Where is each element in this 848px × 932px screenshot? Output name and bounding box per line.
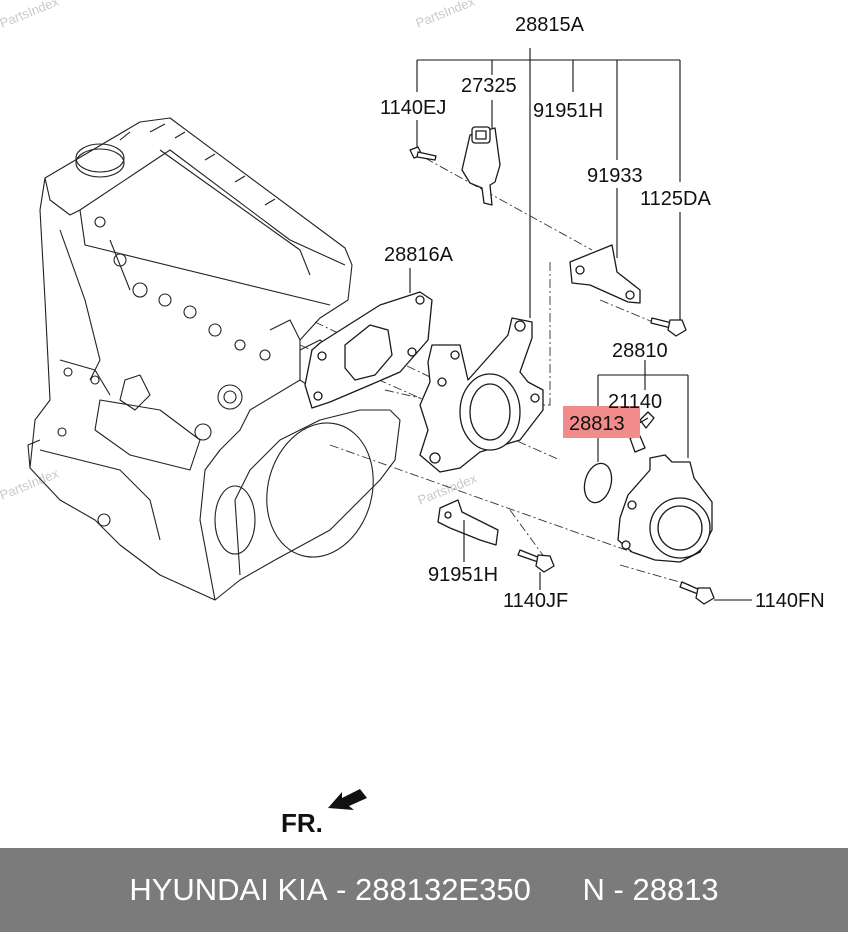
callout-91951H-top: 91951H	[533, 100, 603, 122]
vacuum-pump-28810	[617, 454, 713, 563]
callout-28810: 28810	[612, 340, 668, 362]
highlight-box-28813	[563, 406, 640, 438]
bracket-91933	[569, 244, 641, 304]
callout-28813: 28813	[569, 413, 625, 435]
watermark-mid-left: PartsIndex	[0, 465, 61, 502]
callout-28815A: 28815A	[515, 14, 585, 36]
footer-brand: HYUNDAI KIA	[129, 872, 328, 907]
sensor-27325	[461, 126, 501, 206]
bolt-1140FN	[679, 581, 715, 605]
footer-prefix: N	[582, 872, 605, 907]
footer-part-number: 288132E350	[354, 872, 531, 907]
callout-1140JF: 1140JF	[503, 590, 568, 612]
o-ring	[583, 462, 613, 504]
bolt-1140EJ	[409, 146, 437, 161]
parts-diagram: PartsIndex PartsIndex PartsIndex PartsIn…	[0, 0, 825, 838]
callout-27325: 27325	[461, 75, 517, 97]
bracket-91951H-bottom	[437, 499, 499, 546]
pin-21140	[629, 411, 655, 453]
housing-28815A	[419, 317, 544, 473]
front-arrow-icon	[328, 789, 367, 810]
callout-1140EJ: 1140EJ	[380, 97, 446, 119]
footer-gap	[531, 872, 583, 908]
leader-28815A	[416, 48, 681, 322]
leaders-misc	[409, 268, 752, 601]
engine-block-illustration	[27, 117, 401, 601]
callout-91951H-bottom: 91951H	[428, 564, 498, 586]
watermark-mid-center: PartsIndex	[416, 470, 480, 507]
callout-1140FN: 1140FN	[755, 590, 825, 612]
gasket-28816A	[304, 291, 433, 409]
callout-21140: 21140	[608, 391, 662, 413]
leader-28810	[597, 360, 689, 462]
callout-28816A: 28816A	[384, 244, 454, 266]
footer-bar: HYUNDAI KIA - 288132E350 N - 28813	[0, 848, 848, 932]
footer-sep-2: -	[604, 872, 633, 907]
callout-1125DA: 1125DA	[640, 188, 711, 210]
front-direction-label: FR.	[281, 808, 323, 838]
footer-ref: 28813	[632, 872, 719, 907]
watermark-top-left: PartsIndex	[0, 0, 61, 31]
bolt-1140JF	[517, 549, 555, 573]
bolt-1125DA	[650, 317, 687, 337]
footer-sep-1: -	[327, 872, 355, 907]
watermark-top-center: PartsIndex	[414, 0, 478, 31]
callout-91933: 91933	[587, 165, 643, 187]
